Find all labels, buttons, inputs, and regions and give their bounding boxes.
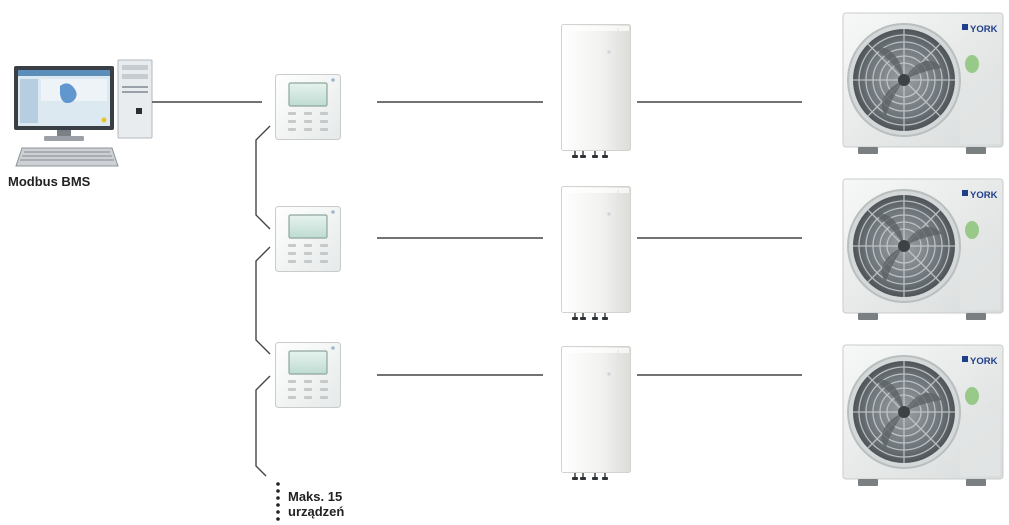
indoor-unit-1 xyxy=(561,24,631,159)
york-logo-3: YORK xyxy=(970,356,998,367)
wall-controller-2 xyxy=(275,206,341,272)
indoor-unit-2 xyxy=(561,186,631,321)
wall-controller-1 xyxy=(275,74,341,140)
max-devices-line-1: Maks. 15 xyxy=(288,489,343,504)
computer-tower-icon xyxy=(117,59,153,139)
indoor-unit-3 xyxy=(561,346,631,481)
max-devices-line-2: urządzeń xyxy=(288,504,345,519)
connection-lines xyxy=(152,101,802,477)
daisy-chain-link-1 xyxy=(255,125,271,230)
monitor-icon xyxy=(14,66,114,141)
wall-controller-3 xyxy=(275,342,341,408)
york-logo-2: YORK xyxy=(970,190,998,201)
bms-label: Modbus BMS xyxy=(8,174,91,189)
keyboard-icon xyxy=(15,147,119,167)
continuation-dots xyxy=(276,482,280,521)
daisy-chain-link-2 xyxy=(255,246,271,355)
bms-computer xyxy=(14,59,153,167)
daisy-chain-link-3 xyxy=(255,375,271,477)
york-logo-1: YORK xyxy=(970,24,998,35)
max-devices-label: Maks. 15 urządzeń xyxy=(288,489,344,519)
